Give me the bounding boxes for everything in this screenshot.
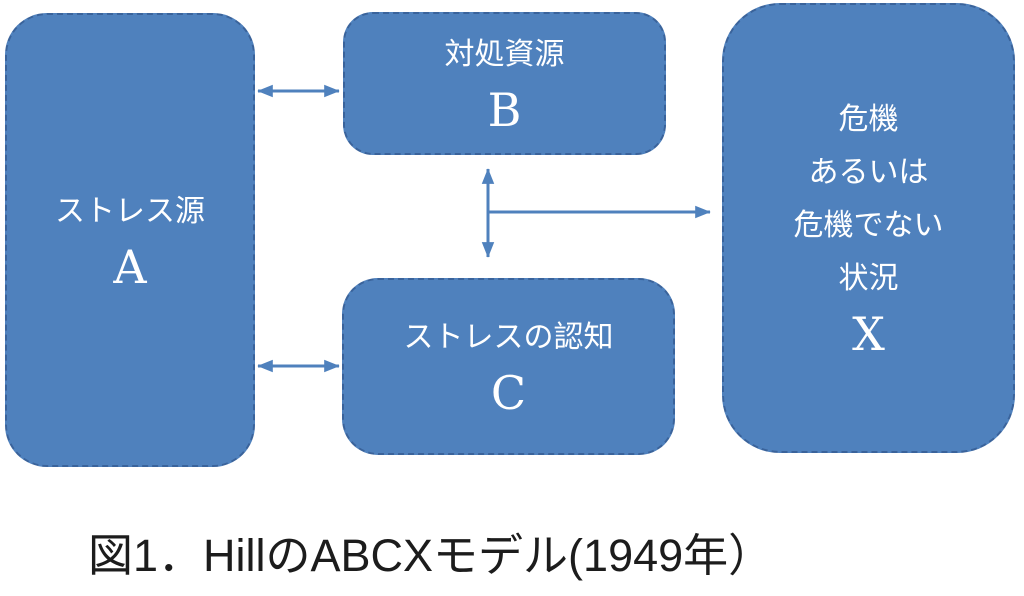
node-a-label: ストレス源 bbox=[55, 194, 205, 228]
node-a-stressor: ストレス源 A bbox=[5, 13, 255, 467]
node-c-label: ストレスの認知 bbox=[403, 321, 614, 354]
node-c-stress-perception: ストレスの認知 C bbox=[342, 278, 675, 455]
node-a-letter: A bbox=[113, 239, 147, 294]
node-x-crisis-outcome: 危機 あるいは 危機でない 状況 X bbox=[722, 3, 1015, 453]
node-x-label-line1: 危機 bbox=[838, 103, 899, 136]
node-c-letter: C bbox=[490, 366, 527, 420]
figure-caption: 図1．HillのABCXモデル(1949年） bbox=[88, 530, 774, 581]
node-x-letter: X bbox=[852, 307, 885, 361]
node-x-label-line2: あるいは bbox=[808, 156, 929, 189]
node-x-label-line3: 危機でない bbox=[793, 209, 944, 242]
node-x-label-line4: 状況 bbox=[838, 262, 899, 295]
node-b-letter: B bbox=[487, 83, 522, 137]
node-b-coping-resources: 対処資源 B bbox=[343, 12, 666, 155]
node-b-label: 対処資源 bbox=[444, 38, 565, 71]
